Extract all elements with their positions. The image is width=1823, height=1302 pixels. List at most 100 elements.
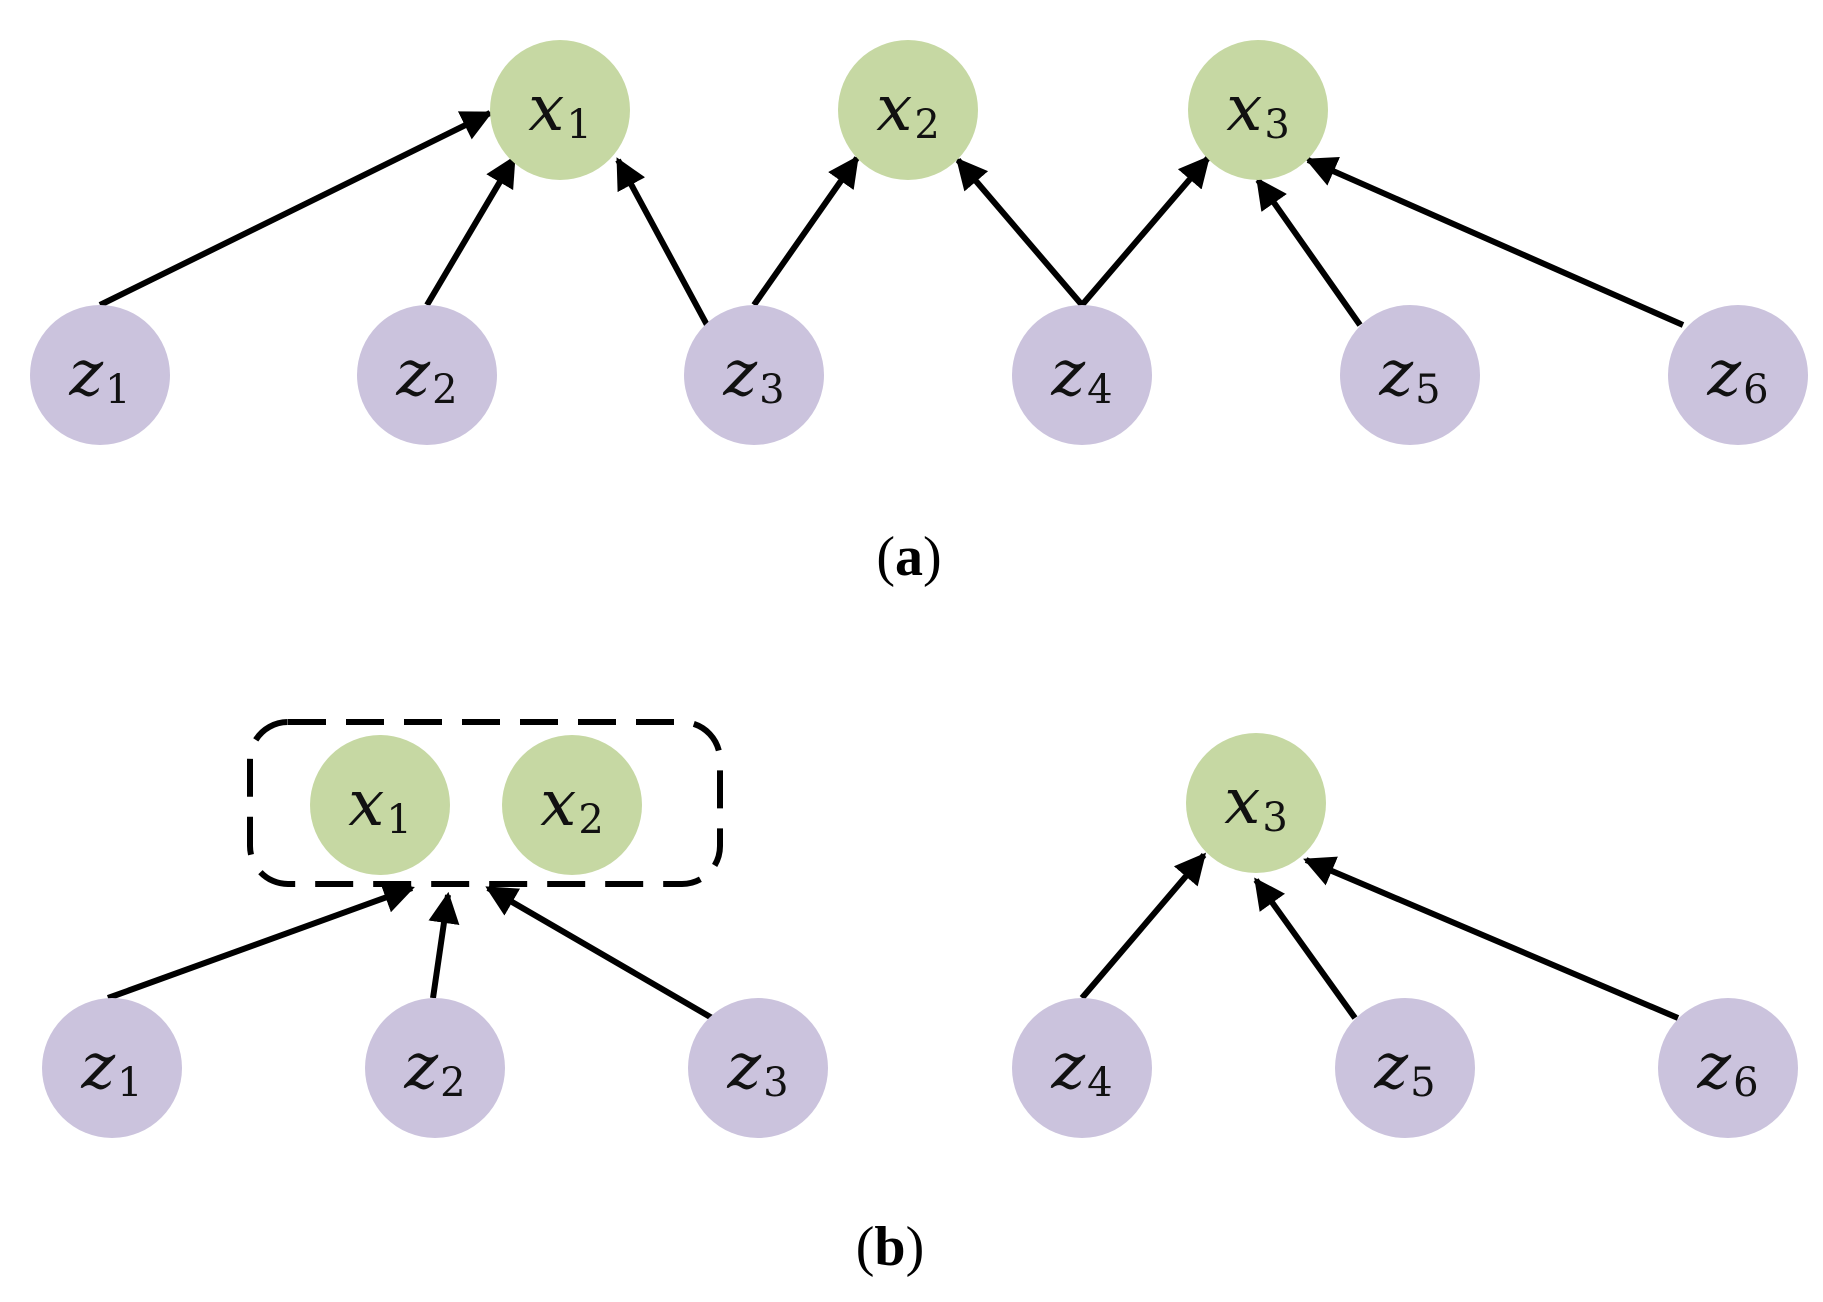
node-variable: z: [1378, 337, 1414, 411]
svg-text:z2: z2: [403, 1030, 465, 1106]
node-a-x2: x2: [838, 40, 978, 180]
node-circle: [1188, 40, 1328, 180]
node-subscript: 3: [1262, 795, 1287, 841]
caption-close-paren: ): [923, 526, 942, 588]
node-variable: z: [68, 337, 104, 411]
svg-text:x3: x3: [1226, 72, 1290, 148]
node-subscript: 2: [578, 797, 603, 843]
node-b-z6: z6: [1658, 998, 1798, 1138]
node-b-z4: z4: [1012, 998, 1152, 1138]
svg-text:z6: z6: [1706, 337, 1768, 413]
caption-letter: a: [895, 526, 923, 588]
node-subscript: 1: [386, 797, 411, 843]
node-subscript: 4: [1087, 367, 1112, 413]
node-b-x1: x1: [310, 735, 450, 875]
node-subscript: 5: [1410, 1060, 1435, 1106]
node-circle: [1668, 305, 1808, 445]
caption-open-paren: (: [876, 526, 895, 588]
node-a-z1: z1: [30, 305, 170, 445]
edge-a-z5-x3: [1255, 177, 1363, 327]
edge-a-z4-x3: [1079, 155, 1211, 307]
caption-a: (a): [876, 526, 941, 588]
edge-b-z1-group: [106, 882, 415, 1001]
edge-b-z5-x3: [1253, 877, 1358, 1020]
node-subscript: 6: [1743, 367, 1768, 413]
node-variable: x: [1226, 72, 1262, 146]
node-circle: [1012, 998, 1152, 1138]
node-variable: z: [726, 1030, 762, 1104]
node-a-z6: z6: [1668, 305, 1808, 445]
node-circle: [1335, 998, 1475, 1138]
node-a-z4: z4: [1012, 305, 1152, 445]
node-circle: [502, 735, 642, 875]
node-variable: x: [528, 72, 564, 146]
caption-b: (b): [856, 1216, 924, 1278]
node-variable: z: [722, 337, 758, 411]
node-a-z5: z5: [1340, 305, 1480, 445]
svg-text:x3: x3: [1224, 765, 1288, 841]
caption-close-paren: ): [906, 1216, 925, 1278]
node-subscript: 2: [440, 1060, 465, 1106]
node-circle: [357, 305, 497, 445]
node-subscript: 5: [1415, 367, 1440, 413]
node-circle: [1340, 305, 1480, 445]
node-subscript: 2: [914, 102, 939, 148]
svg-text:z2: z2: [395, 337, 457, 413]
edge-a-z2-x1: [424, 155, 517, 307]
svg-text:z5: z5: [1378, 337, 1440, 413]
node-circle: [838, 40, 978, 180]
node-variable: z: [80, 1030, 116, 1104]
node-variable: z: [1050, 1030, 1086, 1104]
node-a-x3: x3: [1188, 40, 1328, 180]
node-variable: x: [540, 767, 576, 841]
node-variable: x: [876, 72, 912, 146]
node-circle: [490, 40, 630, 180]
svg-text:x1: x1: [348, 767, 412, 843]
caption-letter: b: [874, 1216, 905, 1278]
edge-b-z6-x3: [1303, 856, 1680, 1021]
svg-text:z4: z4: [1050, 1030, 1112, 1106]
svg-text:z5: z5: [1373, 1030, 1435, 1106]
node-subscript: 6: [1733, 1060, 1758, 1106]
node-variable: x: [1224, 765, 1260, 839]
svg-text:z1: z1: [80, 1030, 142, 1106]
edge-a-z3-x1: [615, 157, 710, 327]
svg-text:x2: x2: [540, 767, 604, 843]
edge-a-z1-x1: [98, 110, 493, 308]
svg-text:z1: z1: [68, 337, 130, 413]
panel-b: x1 x2 x3 z1 z2: [42, 719, 1798, 1278]
node-circle: [684, 305, 824, 445]
node-circle: [42, 998, 182, 1138]
node-b-z1: z1: [42, 998, 182, 1138]
edge-a-z6-x3: [1305, 157, 1685, 328]
panel-a: x1 x2 x3 z1 z2: [30, 40, 1808, 588]
node-circle: [688, 998, 828, 1138]
group-box-x1-x2: [247, 719, 723, 887]
node-b-z2: z2: [365, 998, 505, 1138]
node-subscript: 1: [117, 1060, 142, 1106]
node-variable: x: [348, 767, 384, 841]
node-a-x1: x1: [490, 40, 630, 180]
svg-text:z4: z4: [1050, 337, 1112, 413]
svg-text:z3: z3: [722, 337, 784, 413]
node-circle: [30, 305, 170, 445]
node-subscript: 1: [566, 102, 591, 148]
edge-b-z4-x3: [1079, 852, 1207, 1000]
svg-text:z6: z6: [1696, 1030, 1758, 1106]
node-subscript: 3: [1264, 102, 1289, 148]
edge-b-z2-group: [428, 891, 460, 999]
node-variable: z: [1373, 1030, 1409, 1104]
node-variable: z: [1706, 337, 1742, 411]
node-subscript: 2: [432, 367, 457, 413]
node-variable: z: [1696, 1030, 1732, 1104]
node-subscript: 3: [759, 367, 784, 413]
node-circle: [310, 735, 450, 875]
node-circle: [365, 998, 505, 1138]
svg-text:x2: x2: [876, 72, 940, 148]
edge-a-z3-x2: [751, 155, 860, 307]
node-circle: [1186, 733, 1326, 873]
node-b-z3: z3: [688, 998, 828, 1138]
node-circle: [1658, 998, 1798, 1138]
node-subscript: 1: [105, 367, 130, 413]
